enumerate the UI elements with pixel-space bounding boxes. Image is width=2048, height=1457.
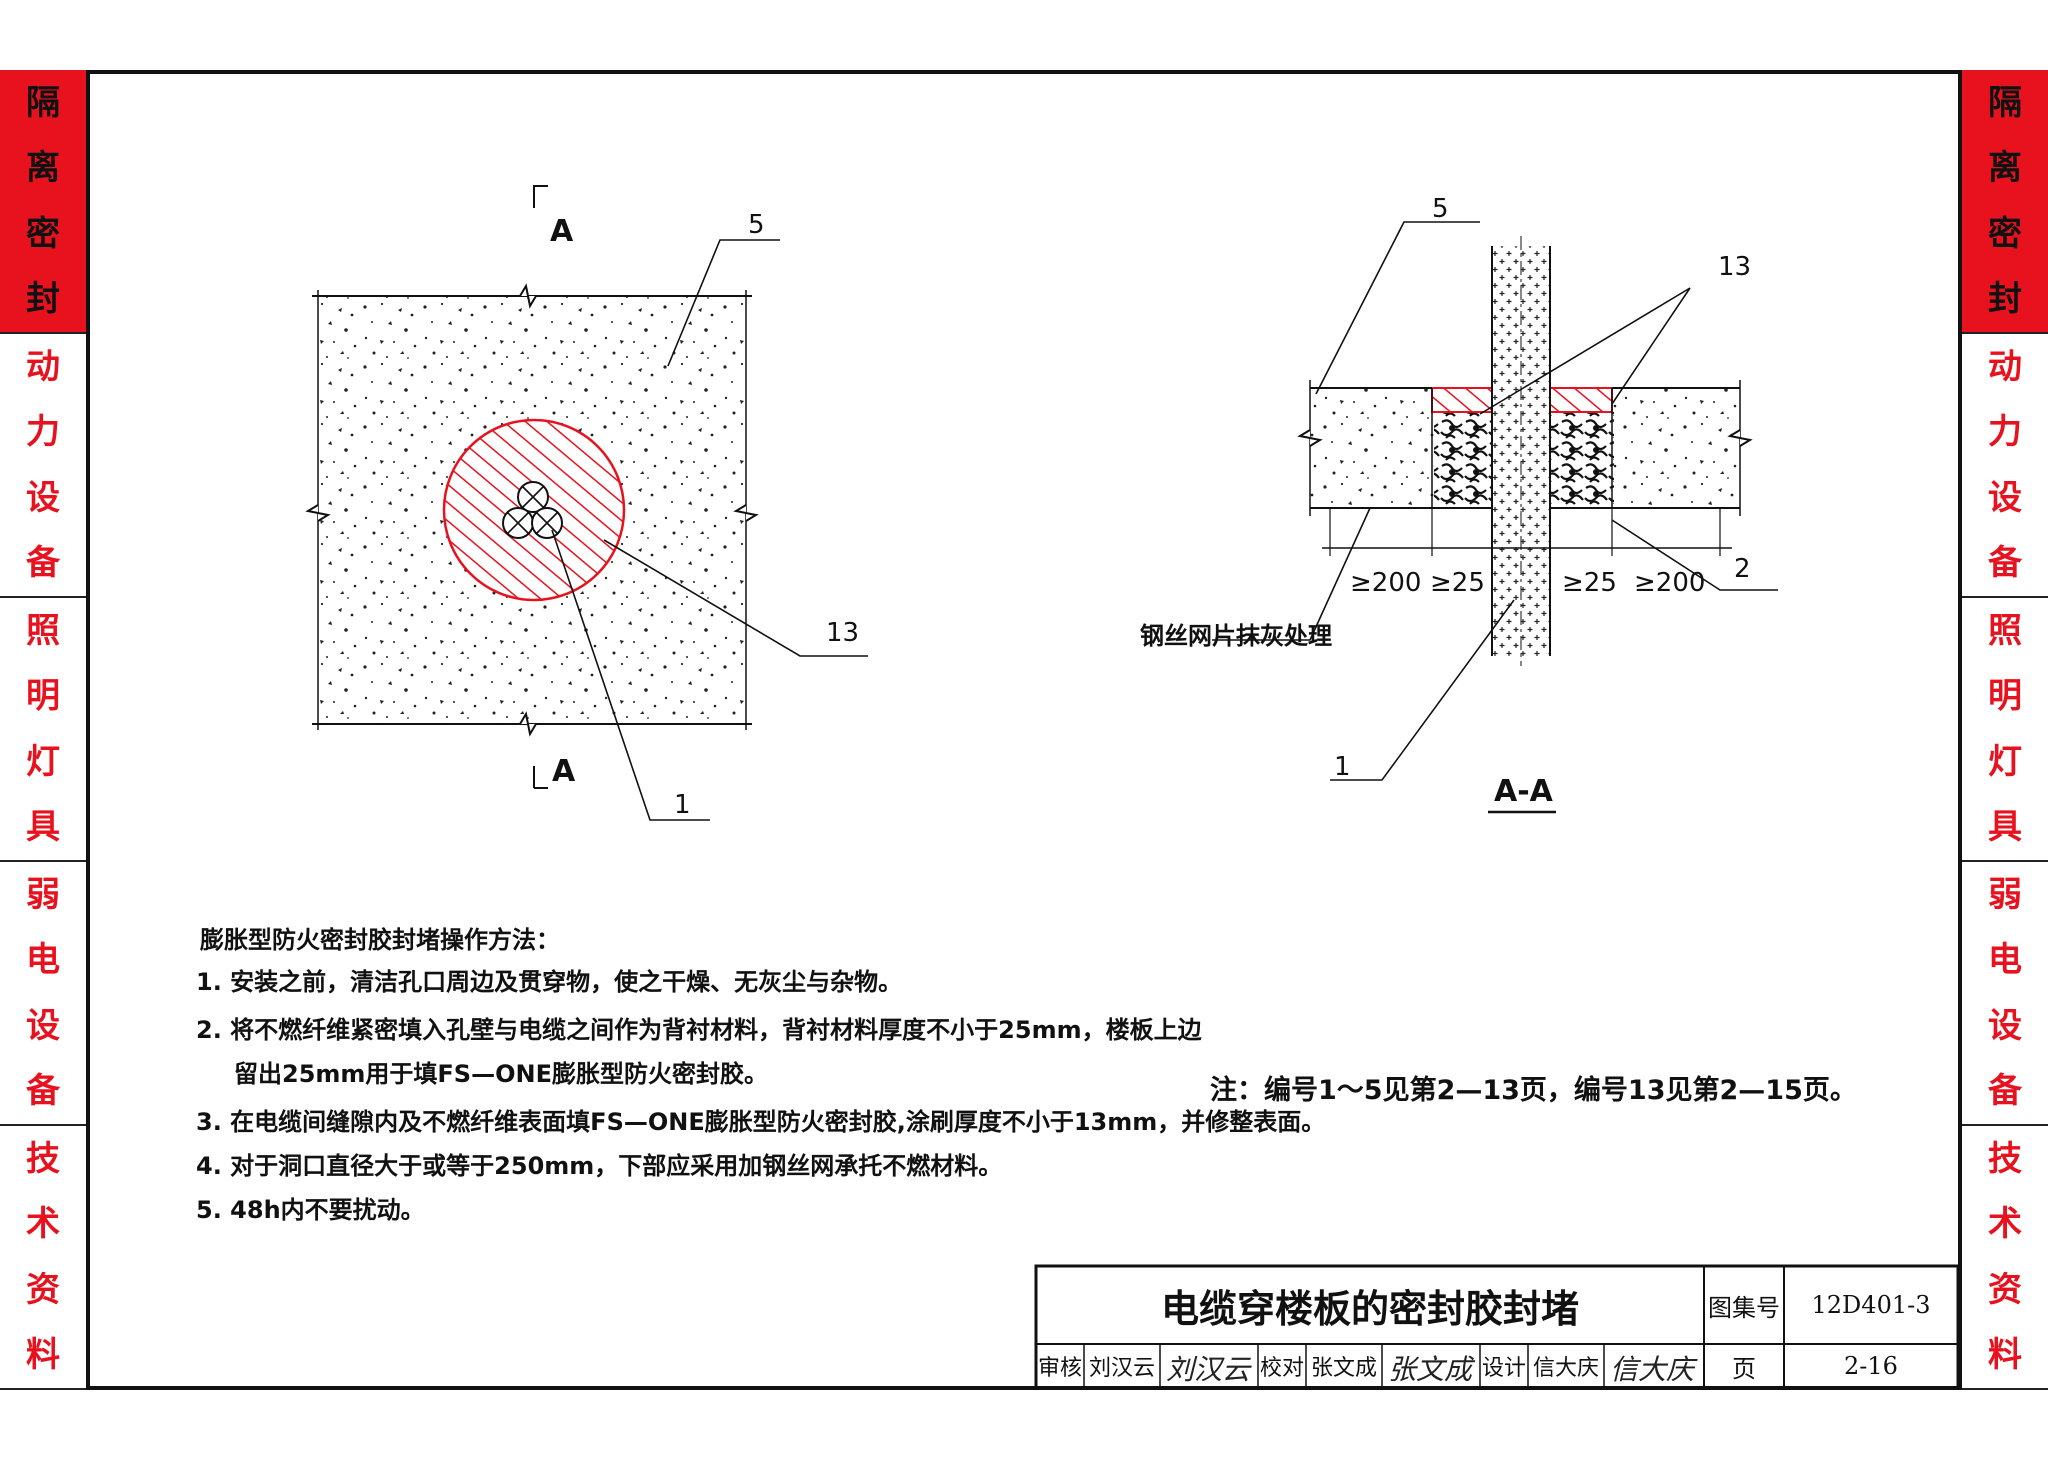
sidebar-char: 具 bbox=[1988, 807, 2022, 848]
review-name: 刘汉云 bbox=[1088, 1356, 1155, 1381]
design-label: 设计 bbox=[1481, 1356, 1526, 1381]
sidebar-char: 资 bbox=[1988, 1269, 2022, 1310]
sidebar-section-1[interactable]: 隔离密封 bbox=[0, 70, 86, 334]
section-callout-13: 13 bbox=[1718, 252, 1752, 282]
sidebar-char: 离 bbox=[1988, 148, 2022, 189]
dim-25-right: ≥25 bbox=[1562, 568, 1617, 598]
review-signature: 刘汉云 bbox=[1166, 1353, 1251, 1386]
drawing-frame bbox=[86, 70, 1962, 1390]
sidebar-section-4[interactable]: 弱电设备 bbox=[1962, 862, 2048, 1126]
sidebar-char: 资 bbox=[26, 1269, 60, 1310]
sidebar-char: 备 bbox=[26, 1071, 60, 1112]
title-block-frame bbox=[1034, 1264, 1960, 1390]
sidebar-section-1[interactable]: 隔离密封 bbox=[1962, 70, 2048, 334]
sidebar-char: 灯 bbox=[1988, 741, 2022, 782]
sidebar-char: 动 bbox=[26, 346, 60, 387]
sidebar-section-4[interactable]: 弱电设备 bbox=[0, 862, 86, 1126]
note-item-3: 3. 在电缆间缝隙内及不燃纤维表面填FS—ONE膨胀型防火密封胶,涂刷厚度不小于… bbox=[196, 1108, 1326, 1136]
sidebar-char: 照 bbox=[1988, 610, 2022, 651]
note-item-1: 1. 安装之前，清洁孔口周边及贯穿物，使之干燥、无灰尘与杂物。 bbox=[196, 968, 903, 996]
sidebar-char: 离 bbox=[26, 148, 60, 189]
check-label: 校对 bbox=[1259, 1356, 1304, 1381]
design-signature: 信大庆 bbox=[1610, 1353, 1695, 1386]
sidebar-char: 封 bbox=[1988, 279, 2022, 320]
sealant-top-right bbox=[1549, 387, 1613, 413]
sidebar-char: 电 bbox=[1988, 940, 2022, 981]
design-name: 信大庆 bbox=[1532, 1356, 1599, 1381]
atlas-label: 图集号 bbox=[1708, 1293, 1780, 1322]
atlas-number: 12D401-3 bbox=[1811, 1291, 1931, 1319]
note-item-2-cont: 留出25mm用于填FS—ONE膨胀型防火密封胶。 bbox=[234, 1060, 768, 1088]
review-label: 审核 bbox=[1037, 1356, 1082, 1381]
sidebar-char: 照 bbox=[26, 610, 60, 651]
fiber-fill-right bbox=[1550, 412, 1614, 508]
note-item-2: 2. 将不燃纤维紧密填入孔壁与电缆之间作为背衬材料，背衬材料厚度不小于25mm，… bbox=[196, 1016, 1202, 1044]
sidebar-section-2[interactable]: 动力设备 bbox=[1962, 334, 2048, 598]
sidebar-char: 备 bbox=[26, 543, 60, 584]
sidebar-char: 具 bbox=[26, 807, 60, 848]
sidebar-char: 动 bbox=[1988, 346, 2022, 387]
section-mark-top: A bbox=[550, 214, 574, 249]
sidebar-char: 料 bbox=[26, 1335, 60, 1376]
sidebar-char: 术 bbox=[1988, 1204, 2022, 1245]
section-mark-bottom: A bbox=[552, 754, 576, 789]
section-callout-2: 2 bbox=[1734, 554, 1751, 584]
drawing-title: 电缆穿楼板的密封胶封堵 bbox=[1160, 1286, 1579, 1331]
sidebar-char: 隔 bbox=[26, 82, 60, 123]
sidebar-char: 电 bbox=[26, 940, 60, 981]
fiber-fill-left bbox=[1434, 412, 1492, 508]
sidebar-section-3[interactable]: 照明灯具 bbox=[1962, 598, 2048, 862]
sidebar-char: 设 bbox=[1988, 477, 2022, 518]
sidebar-char: 灯 bbox=[26, 741, 60, 782]
plan-callout-1: 1 bbox=[674, 790, 691, 820]
note-item-5: 5. 48h内不要扰动。 bbox=[196, 1196, 425, 1224]
section-callout-5: 5 bbox=[1432, 194, 1449, 224]
page-label: 页 bbox=[1732, 1354, 1756, 1383]
sidebar-char: 术 bbox=[26, 1204, 60, 1245]
sidebar-char: 技 bbox=[26, 1138, 60, 1179]
sidebar-section-5[interactable]: 技术资料 bbox=[0, 1126, 86, 1390]
sidebar-char: 力 bbox=[26, 412, 60, 453]
sidebar-section-3[interactable]: 照明灯具 bbox=[0, 598, 86, 862]
check-signature: 张文成 bbox=[1388, 1353, 1473, 1386]
sidebar-char: 设 bbox=[26, 1005, 60, 1046]
sidebar-char: 密 bbox=[26, 213, 60, 254]
notes-title: 膨胀型防火密封胶封堵操作方法： bbox=[200, 926, 560, 954]
section-title: A-A bbox=[1494, 774, 1553, 809]
sidebar-char: 备 bbox=[1988, 543, 2022, 584]
sidebar-char: 弱 bbox=[26, 874, 60, 915]
sidebar-char: 料 bbox=[1988, 1335, 2022, 1376]
dim-200-right: ≥200 bbox=[1634, 568, 1706, 598]
section-callout-1: 1 bbox=[1334, 752, 1351, 782]
sidebar-char: 备 bbox=[1988, 1071, 2022, 1112]
plan-callout-5: 5 bbox=[748, 210, 765, 240]
sidebar-char: 力 bbox=[1988, 412, 2022, 453]
left-category-sidebar: 隔离密封动力设备照明灯具弱电设备技术资料 bbox=[0, 70, 86, 1390]
check-name: 张文成 bbox=[1310, 1356, 1377, 1381]
section-view bbox=[1212, 221, 1778, 814]
sidebar-char: 设 bbox=[26, 477, 60, 518]
sidebar-char: 技 bbox=[1988, 1138, 2022, 1179]
sidebar-section-2[interactable]: 动力设备 bbox=[0, 334, 86, 598]
plan-callout-13: 13 bbox=[826, 618, 860, 648]
sidebar-section-5[interactable]: 技术资料 bbox=[1962, 1126, 2048, 1390]
sidebar-char: 密 bbox=[1988, 213, 2022, 254]
sidebar-char: 明 bbox=[1988, 676, 2022, 717]
plan-view bbox=[305, 185, 868, 821]
page-number: 2-16 bbox=[1844, 1352, 1898, 1380]
dim-200-left: ≥200 bbox=[1350, 568, 1422, 598]
right-category-sidebar: 隔离密封动力设备照明灯具弱电设备技术资料 bbox=[1962, 70, 2048, 1390]
cable-bundle bbox=[502, 481, 563, 539]
reference-note: 注：编号1～5见第2—13页，编号13见第2—15页。 bbox=[1210, 1075, 1857, 1106]
note-item-4: 4. 对于洞口直径大于或等于250mm，下部应采用加钢丝网承托不燃材料。 bbox=[196, 1152, 1003, 1180]
mesh-label: 钢丝网片抹灰处理 bbox=[1140, 622, 1332, 650]
sidebar-char: 封 bbox=[26, 279, 60, 320]
sidebar-char: 隔 bbox=[1988, 82, 2022, 123]
sealant-top-left bbox=[1431, 387, 1493, 413]
sidebar-char: 明 bbox=[26, 676, 60, 717]
dim-25-left: ≥25 bbox=[1430, 568, 1485, 598]
sidebar-char: 弱 bbox=[1988, 874, 2022, 915]
sidebar-char: 设 bbox=[1988, 1005, 2022, 1046]
